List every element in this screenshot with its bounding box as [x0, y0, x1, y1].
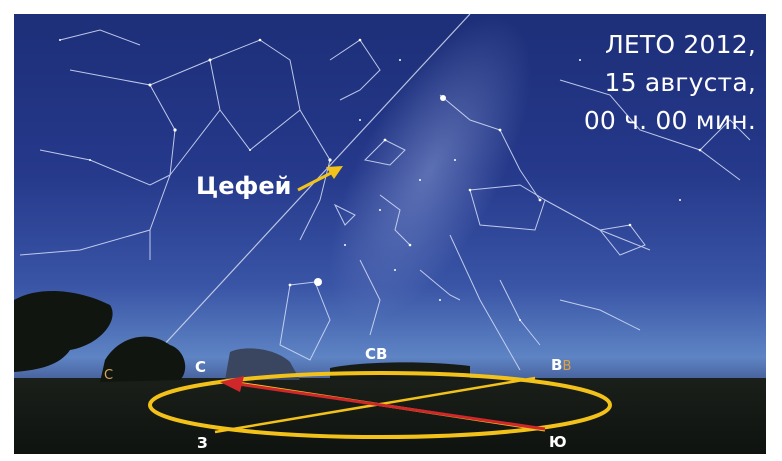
- direction-east-main: В: [551, 356, 563, 374]
- constellation-label: Цефей: [196, 172, 292, 200]
- stars: [59, 38, 702, 321]
- milky-way: [329, 16, 531, 324]
- direction-west: З: [197, 434, 208, 452]
- meridian-arrowhead: [220, 376, 244, 392]
- cepheus-pointer-head: [326, 166, 343, 179]
- title-date: 15 августа,: [604, 68, 756, 97]
- celestial-line: [149, 14, 471, 361]
- constellation-lines: [19, 29, 751, 371]
- cepheus-pointer-shaft: [297, 170, 334, 192]
- direction-north: С: [195, 358, 207, 376]
- direction-northeast: СВ: [365, 345, 388, 363]
- ground: [14, 378, 766, 454]
- direction-east: ВВ: [551, 356, 571, 374]
- direction-south: Ю: [549, 433, 567, 451]
- title-season: ЛЕТО 2012,: [604, 30, 756, 59]
- direction-east-sub: В: [562, 359, 572, 374]
- meridian-arrow-shaft: [237, 382, 546, 431]
- horizon-ellipse: [148, 371, 612, 439]
- title-time: 00 ч. 00 мин.: [583, 106, 756, 135]
- tree-silhouettes: [14, 290, 470, 382]
- direction-north-faint: С: [104, 368, 114, 383]
